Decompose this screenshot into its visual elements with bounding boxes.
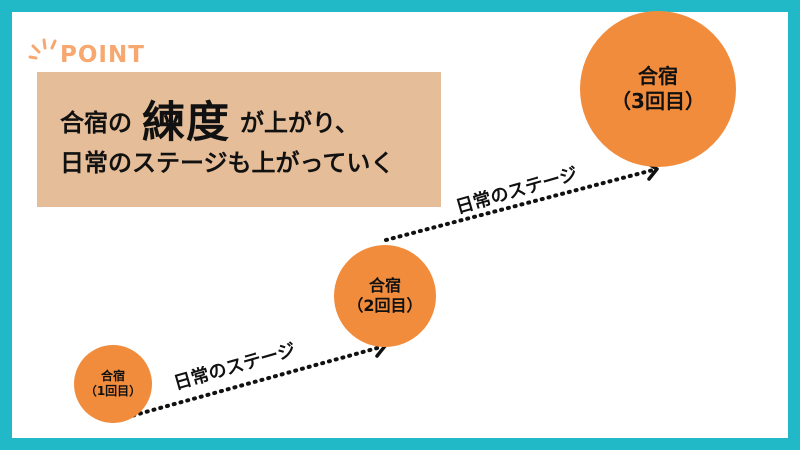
camp-node-2: 合宿 （2回目） [334, 245, 436, 347]
headline-box [37, 72, 441, 207]
camp-node-title: 合宿 [638, 64, 678, 88]
headline-line-1: 合宿の 練度 が上がり、 [60, 101, 359, 145]
headline-line-2: 日常のステージも上がっていく [60, 149, 395, 177]
headline-emphasis: 練度 [142, 97, 230, 148]
camp-node-title: 合宿 [368, 276, 401, 295]
camp-node-3: 合宿 （3回目） [580, 11, 736, 167]
headline-suffix: が上がり、 [240, 109, 360, 137]
camp-node-subtitle: （3回目） [611, 89, 705, 113]
camp-node-title: 合宿 [100, 369, 125, 383]
camp-node-subtitle: （1回目） [84, 384, 142, 398]
point-rays-icon [28, 38, 57, 60]
camp-node-subtitle: （2回目） [347, 296, 423, 315]
headline-prefix: 合宿の [60, 109, 132, 137]
point-label: POINT [60, 42, 145, 68]
camp-node-1: 合宿 （1回目） [74, 345, 152, 423]
